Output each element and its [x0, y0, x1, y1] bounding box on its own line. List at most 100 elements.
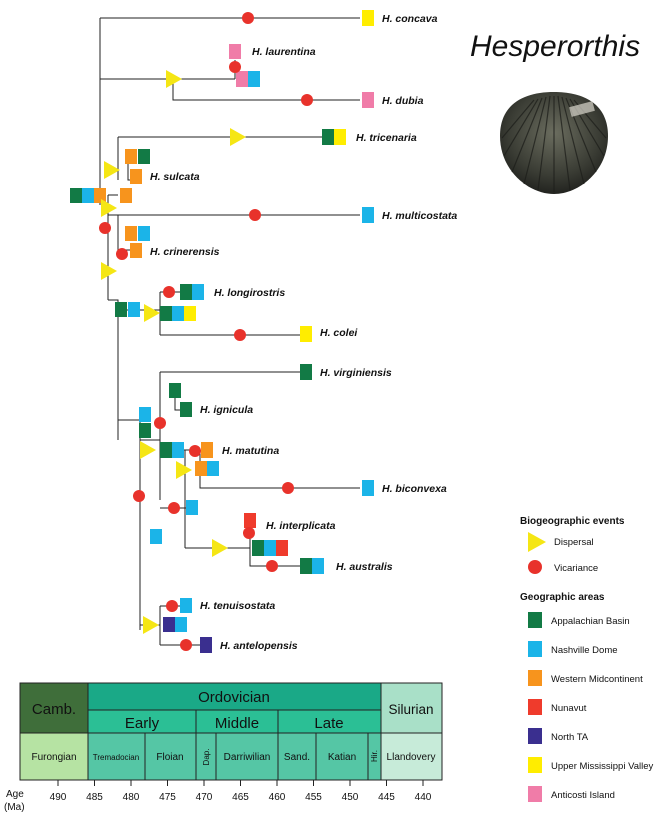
- area-square: [175, 617, 187, 632]
- vicariance-dot: [116, 248, 128, 260]
- age-tick-label: 480: [123, 792, 140, 803]
- vicariance-dot: [166, 600, 178, 612]
- legend-area-label: North TA: [551, 732, 589, 743]
- legend-area-label: Western Midcontinent: [551, 674, 643, 685]
- vicariance-dot: [249, 209, 261, 221]
- vicariance-dot: [266, 560, 278, 572]
- legend-area-label: Appalachian Basin: [551, 616, 630, 627]
- age-tick-label: 465: [232, 792, 249, 803]
- stage-label-floian: Floian: [156, 752, 183, 763]
- dispersal-triangle: [143, 616, 159, 634]
- area-square: [70, 188, 82, 203]
- axis-label-ma: (Ma): [4, 802, 25, 813]
- area-square: [362, 480, 374, 496]
- area-square: [201, 442, 213, 458]
- area-square: [244, 513, 256, 528]
- area-square: [322, 129, 334, 145]
- taxon-label: H. crinerensis: [150, 246, 220, 258]
- area-square: [207, 461, 219, 476]
- taxon-label: H. tenuisostata: [200, 600, 275, 612]
- area-square: [139, 407, 151, 422]
- taxon-label: H. virginiensis: [320, 367, 392, 379]
- area-square: [300, 558, 312, 574]
- vicariance-dot: [189, 445, 201, 457]
- area-square: [200, 637, 212, 653]
- legend-area-label: Nunavut: [551, 703, 587, 714]
- stage-label-darriwilian: Darriwilian: [224, 752, 271, 763]
- stage-label-tremadocian: Tremadocian: [93, 753, 139, 762]
- vicariance-dot: [99, 222, 111, 234]
- area-square: [180, 402, 192, 417]
- area-square: [138, 226, 150, 241]
- axis-label-age: Age: [6, 789, 24, 800]
- dispersal-triangle: [101, 199, 117, 217]
- period-label-cambrian: Camb.: [32, 701, 76, 718]
- area-square: [172, 306, 184, 321]
- stage-label-dapingian: Dap.: [202, 749, 211, 766]
- area-square: [172, 442, 184, 458]
- vicariance-dot: [229, 61, 241, 73]
- area-square: [186, 500, 198, 515]
- legend-area-swatch: [528, 786, 542, 802]
- area-square: [362, 92, 374, 108]
- area-square: [362, 207, 374, 223]
- legend-area-swatch: [528, 641, 542, 657]
- period-label-ordovician: Ordovician: [198, 689, 270, 706]
- area-square: [82, 188, 94, 203]
- taxon-label: H. sulcata: [150, 171, 200, 183]
- stage-label-hirnantian: Hir.: [370, 750, 379, 762]
- legend-area-swatch: [528, 612, 542, 628]
- legend-events-title: Biogeographic events: [520, 516, 625, 527]
- taxon-label: H. matutina: [222, 445, 279, 457]
- period-label-silurian: Silurian: [388, 702, 433, 717]
- area-square: [150, 529, 162, 544]
- area-square: [130, 169, 142, 184]
- epoch-label-early: Early: [125, 715, 160, 732]
- dispersal-triangle: [212, 539, 228, 557]
- vicariance-dot: [163, 286, 175, 298]
- area-square: [115, 302, 127, 317]
- epoch-label-late: Late: [314, 715, 343, 732]
- legend-area-label: Nashville Dome: [551, 645, 618, 656]
- legend: Biogeographic events Dispersal Vicarianc…: [520, 516, 653, 802]
- age-tick-label: 490: [50, 792, 67, 803]
- age-tick-label: 445: [378, 792, 395, 803]
- taxon-label: H. australis: [336, 561, 393, 573]
- area-square: [160, 442, 172, 458]
- age-tick-label: 485: [86, 792, 103, 803]
- geologic-timescale: Camb. Ordovician Silurian Early Middle L…: [4, 683, 442, 813]
- area-square: [160, 306, 172, 321]
- vicariance-dot: [234, 329, 246, 341]
- dispersal-triangle: [166, 70, 182, 88]
- legend-area-label: Anticosti Island: [551, 790, 615, 801]
- stage-label-furongian: Furongian: [31, 752, 76, 763]
- stage-label-llandovery: Llandovery: [387, 752, 436, 763]
- vicariance-dot: [168, 502, 180, 514]
- area-square: [300, 326, 312, 342]
- dispersal-triangle: [101, 262, 117, 280]
- area-square: [334, 129, 346, 145]
- taxon-label: H. interplicata: [266, 520, 336, 532]
- epoch-label-middle: Middle: [215, 715, 259, 732]
- area-square: [139, 423, 151, 438]
- area-square: [276, 540, 288, 556]
- vicariance-dot: [282, 482, 294, 494]
- age-tick-label: 455: [305, 792, 322, 803]
- age-tick-label: 460: [269, 792, 286, 803]
- area-square: [94, 188, 106, 203]
- area-square: [128, 302, 140, 317]
- dispersal-events: [101, 70, 246, 634]
- vicariance-dot: [180, 639, 192, 651]
- vicariance-dot: [243, 527, 255, 539]
- taxon-label: H. tricenaria: [356, 132, 417, 144]
- legend-vicariance-icon: [528, 560, 542, 574]
- legend-dispersal-label: Dispersal: [554, 537, 594, 548]
- taxon-label: H. biconvexa: [382, 483, 447, 495]
- legend-area-swatch: [528, 728, 542, 744]
- dispersal-triangle: [140, 441, 156, 459]
- dispersal-triangle: [230, 128, 246, 146]
- area-square: [138, 149, 150, 164]
- area-square: [125, 149, 137, 164]
